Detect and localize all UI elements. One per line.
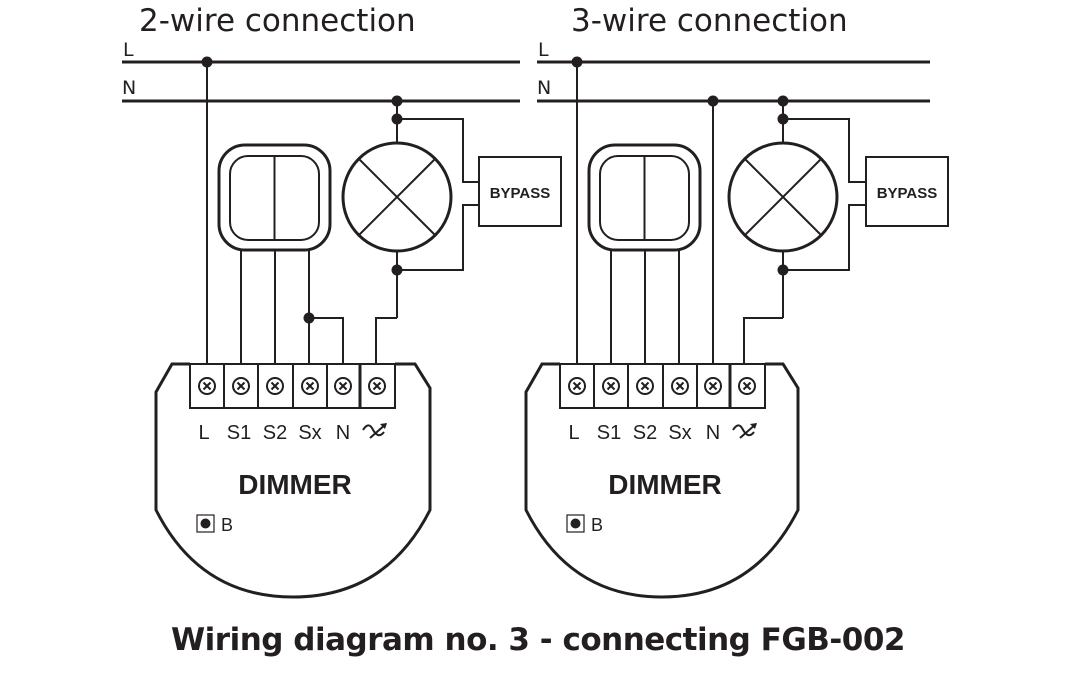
button-b-dot <box>200 518 211 529</box>
diagram-three-wire: 3-wire connection L N BYPASS <box>524 3 949 599</box>
line-label-n: N <box>122 77 136 99</box>
terminal-label-s2: S2 <box>263 422 287 444</box>
wire-sx-n-bridge <box>309 317 344 364</box>
dimmer-output-symbol-icon <box>362 423 387 439</box>
screw-icon <box>636 377 654 395</box>
terminal-screw-icons <box>568 377 756 395</box>
terminal-block <box>559 363 766 409</box>
terminal-label-s2: S2 <box>633 422 657 444</box>
dimmer-label: DIMMER <box>238 469 352 500</box>
terminal-label-l: L <box>198 422 209 444</box>
main-title: Wiring diagram no. 3 - connecting FGB-00… <box>171 622 905 658</box>
wire-bypass-top <box>397 118 479 183</box>
screw-icon <box>198 377 216 395</box>
dimmer-output-symbol-icon <box>732 423 757 439</box>
screw-icon <box>568 377 586 395</box>
double-switch-icon <box>587 143 702 252</box>
button-b-dot <box>570 518 581 529</box>
dimmer-label: DIMMER <box>608 469 722 500</box>
screw-icon <box>301 377 319 395</box>
diagram-heading: 3-wire connection <box>571 3 848 39</box>
line-label-l: L <box>538 39 549 61</box>
double-switch-icon <box>217 143 332 252</box>
screw-icon <box>602 377 620 395</box>
terminal-block <box>189 363 396 409</box>
bypass-label: BYPASS <box>490 185 551 202</box>
bypass-label: BYPASS <box>877 185 938 202</box>
terminal-label-l: L <box>568 422 579 444</box>
bypass-box <box>478 156 562 227</box>
junction-dot <box>391 95 403 107</box>
dimmer-body <box>154 362 432 599</box>
junction-dot <box>707 95 719 107</box>
dimmer-body <box>524 362 800 599</box>
lamp-icon <box>727 141 839 253</box>
wire-bypass-bottom <box>783 204 866 271</box>
screw-icon <box>232 377 250 395</box>
terminal-label-s1: S1 <box>597 422 621 444</box>
wire-bypass-top <box>783 118 866 183</box>
screw-icon <box>671 377 689 395</box>
screw-icon <box>368 377 386 395</box>
button-b-label: B <box>221 515 233 535</box>
line-label-l: L <box>123 39 134 61</box>
screw-icon <box>266 377 284 395</box>
button-b-icon[interactable] <box>196 514 215 533</box>
terminal-label-n: N <box>706 422 720 444</box>
diagram-two-wire: 2-wire connection L N <box>122 3 562 599</box>
terminal-label-sx: Sx <box>668 422 691 444</box>
line-label-n: N <box>537 77 551 99</box>
junction-dot <box>303 312 315 324</box>
junction-dot <box>571 56 583 68</box>
terminal-label-s1: S1 <box>227 422 251 444</box>
lamp-icon <box>341 141 453 253</box>
wire-output <box>743 317 783 364</box>
junction-dot <box>777 95 789 107</box>
bypass-box <box>865 156 949 227</box>
terminal-label-sx: Sx <box>298 422 321 444</box>
screw-icon <box>738 377 756 395</box>
junction-dot <box>201 56 213 68</box>
screw-icon <box>334 377 352 395</box>
terminal-label-n: N <box>336 422 350 444</box>
diagram-heading: 2-wire connection <box>139 3 416 39</box>
button-b-icon[interactable] <box>566 514 585 533</box>
screw-icon <box>704 377 722 395</box>
wire-output <box>375 317 397 364</box>
button-b-label: B <box>591 515 603 535</box>
terminal-screw-icons <box>198 377 386 395</box>
wire-bypass-bottom <box>397 204 479 271</box>
